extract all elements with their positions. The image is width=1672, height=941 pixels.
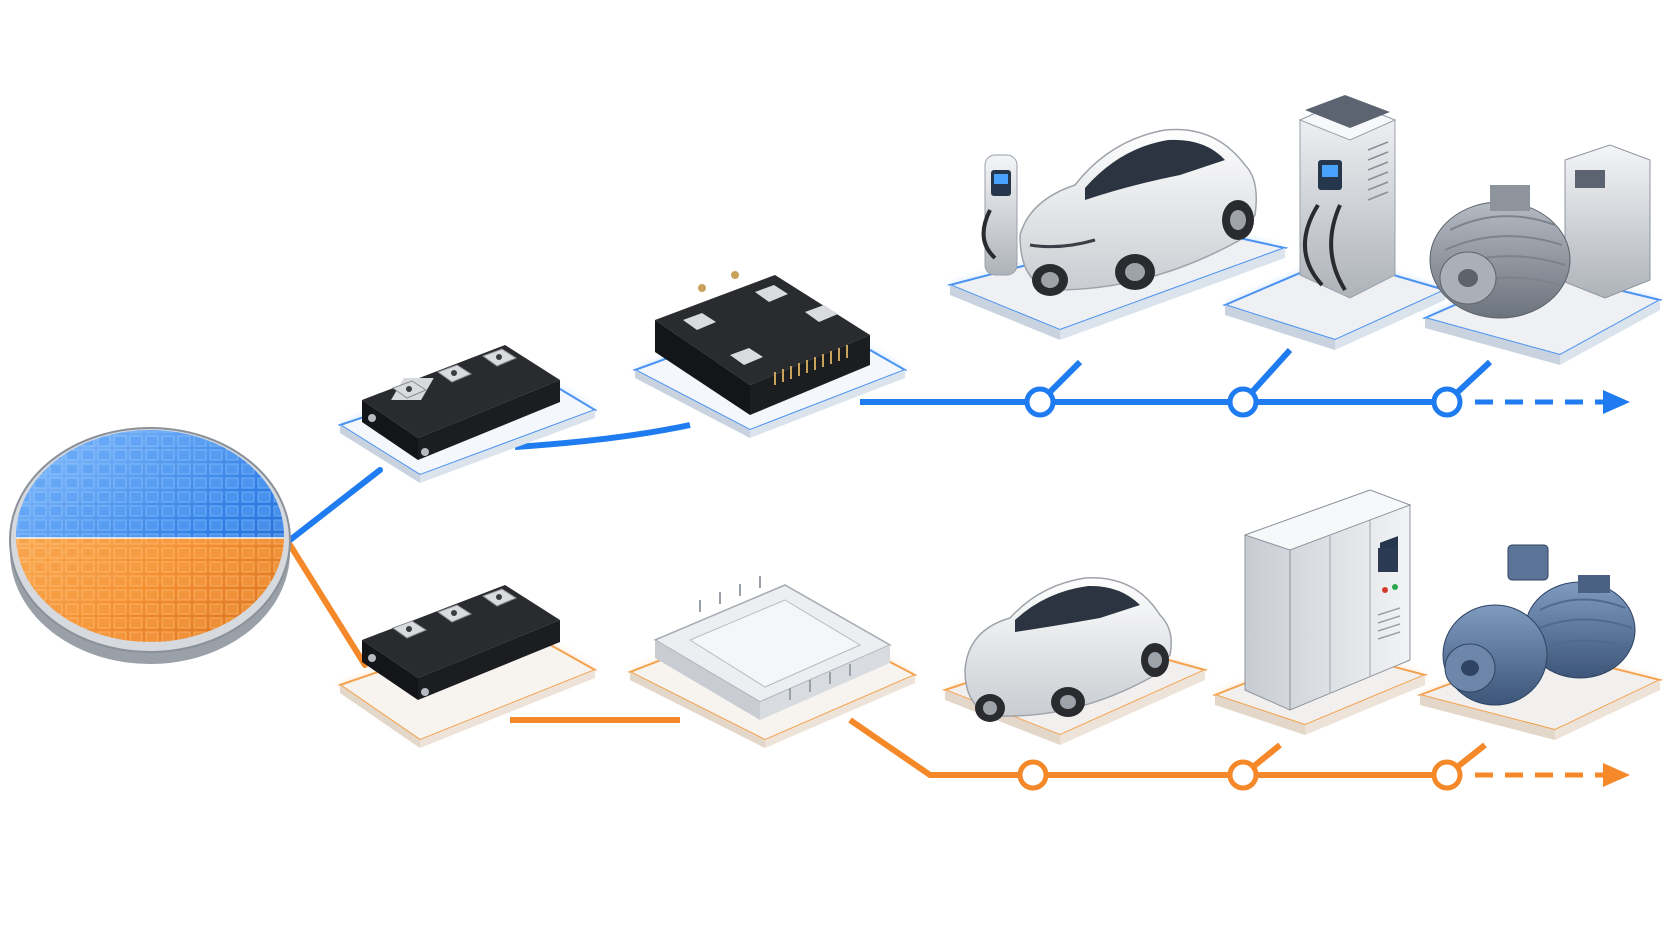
blue-ipm-module (632, 271, 908, 438)
orange-arrow-head (1603, 763, 1630, 787)
power-module-icon (362, 345, 560, 460)
blue-node-1 (1024, 386, 1056, 418)
orange-car-platform (942, 577, 1208, 745)
white-power-module-icon (653, 576, 892, 720)
industrial-motor-icon (1429, 144, 1651, 319)
wafer-icon (9, 427, 291, 664)
blue-car-platform (946, 128, 1289, 340)
blue-node-2 (1227, 386, 1259, 418)
gear-motor-icon (1442, 544, 1636, 706)
orange-node-2 (1227, 759, 1259, 791)
power-module-icon (362, 585, 560, 700)
electric-car-icon (1019, 128, 1257, 296)
electric-car-icon (964, 577, 1172, 722)
orange-branch-lines (287, 542, 1630, 791)
blue-fast-charger-platform (1222, 95, 1448, 350)
orange-igbt-module (337, 585, 598, 748)
orange-node-3 (1431, 759, 1463, 791)
electrical-cabinet-icon (1243, 489, 1412, 711)
blue-node-3 (1431, 386, 1463, 418)
blue-arrow-head (1603, 390, 1630, 414)
ev-charger-icon (981, 154, 1018, 276)
orange-cabinet-platform (1212, 489, 1429, 735)
orange-white-module (627, 576, 918, 748)
orange-node-1 (1017, 759, 1049, 791)
orange-gear-motor-platform (1416, 544, 1663, 740)
blue-motor-platform (1422, 144, 1663, 365)
dc-fast-charger-icon (1298, 95, 1397, 299)
intelligent-power-module-icon (655, 271, 870, 415)
blue-branch-lines (287, 347, 1630, 543)
blue-igbt-module (337, 345, 598, 483)
